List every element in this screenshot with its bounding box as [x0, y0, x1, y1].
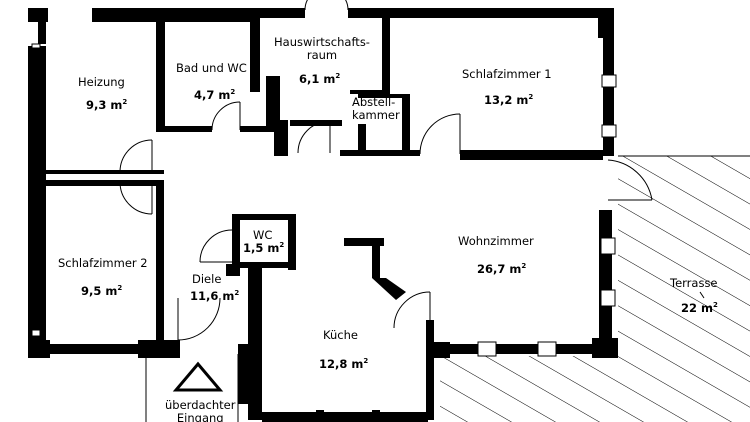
- windows: [31, 43, 617, 357]
- room-name-hauswirtschaftsraum: Hauswirtschafts- raum: [274, 35, 370, 62]
- entrance-triangle-icon: [172, 361, 224, 392]
- room-name-wohnzimmer: Wohnzimmer: [458, 234, 534, 248]
- room-area-kueche: 12,8 m2: [319, 357, 369, 371]
- room-name-kueche: Küche: [323, 328, 358, 342]
- room-area-wc: 1,5 m2: [243, 241, 285, 255]
- room-area-schlafzimmer-1: 13,2 m2: [484, 93, 534, 107]
- room-area-schlafzimmer-2: 9,5 m2: [81, 284, 123, 298]
- room-name-wc: WC: [253, 228, 273, 242]
- room-name-heizung: Heizung: [78, 75, 125, 89]
- door-swings: [119, 0, 653, 341]
- exterior-walls: [28, 8, 618, 358]
- terrace-hatching: [440, 156, 750, 422]
- sliding-door-marks: [316, 410, 380, 422]
- interior-walls: [44, 14, 603, 422]
- room-name-terrasse: Terrasse: [670, 276, 718, 290]
- room-name-diele: Diele: [192, 272, 222, 286]
- room-area-hauswirtschaftsraum: 6,1 m2: [299, 72, 341, 86]
- room-name-schlafzimmer-2: Schlafzimmer 2: [58, 256, 148, 270]
- entrance-canopy: [145, 354, 239, 422]
- terrace-label-divider: [699, 291, 705, 299]
- room-area-bad-wc: 4,7 m2: [194, 88, 236, 102]
- room-area-wohnzimmer: 26,7 m2: [477, 262, 527, 276]
- entrance-label: überdachter Eingang: [165, 398, 236, 422]
- room-name-bad-wc: Bad und WC: [176, 61, 247, 75]
- room-area-terrasse: 22 m2: [681, 301, 718, 315]
- room-name-abstellkammer: Abstell- kammer: [352, 95, 400, 122]
- room-area-heizung: 9,3 m2: [86, 98, 128, 112]
- room-area-diele: 11,6 m2: [190, 289, 240, 303]
- room-name-schlafzimmer-1: Schlafzimmer 1: [462, 67, 552, 81]
